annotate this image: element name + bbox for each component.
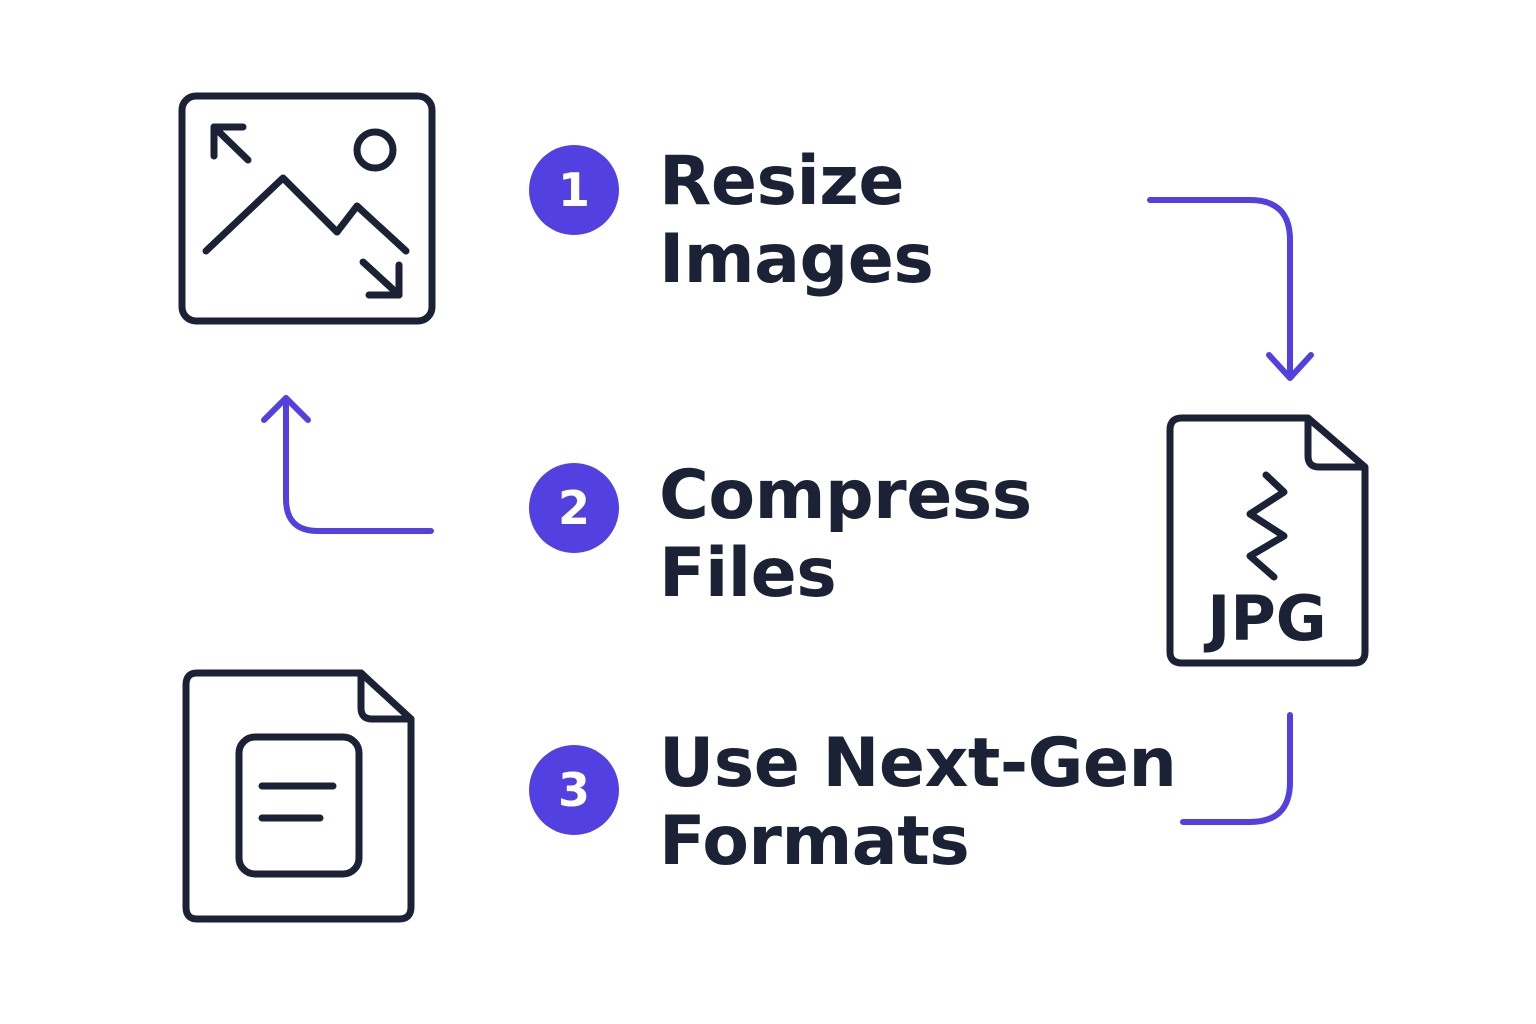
step-number: 3: [557, 763, 590, 817]
step-label-line: Use Next-Gen: [659, 724, 1177, 803]
jpg-label: JPG: [1203, 582, 1326, 655]
step-label-line: Resize: [659, 142, 904, 221]
step-number-badge-1: 1: [529, 145, 619, 235]
step-number-badge-2: 2: [529, 463, 619, 553]
step-number: 1: [557, 163, 590, 217]
step-number: 2: [557, 481, 590, 535]
step-label-compress-files: Compress Files: [659, 457, 1032, 613]
connector-line-icon: [1180, 712, 1293, 825]
step-label-line: Images: [659, 220, 934, 299]
arrow-to-jpg-icon: [1147, 197, 1314, 381]
arrow-to-resize-icon: [261, 395, 434, 534]
document-file-icon: [182, 669, 415, 923]
step-number-badge-3: 3: [529, 745, 619, 835]
image-resize-icon: [178, 92, 436, 325]
step-label-resize-images: Resize Images: [659, 142, 934, 299]
step-label-line: Files: [659, 534, 837, 613]
step-label-line: Compress: [659, 456, 1032, 535]
step-label-line: Formats: [659, 802, 970, 881]
jpg-file-icon: JPG: [1166, 414, 1369, 667]
step-label-next-gen-formats: Use Next-Gen Formats: [659, 724, 1177, 881]
